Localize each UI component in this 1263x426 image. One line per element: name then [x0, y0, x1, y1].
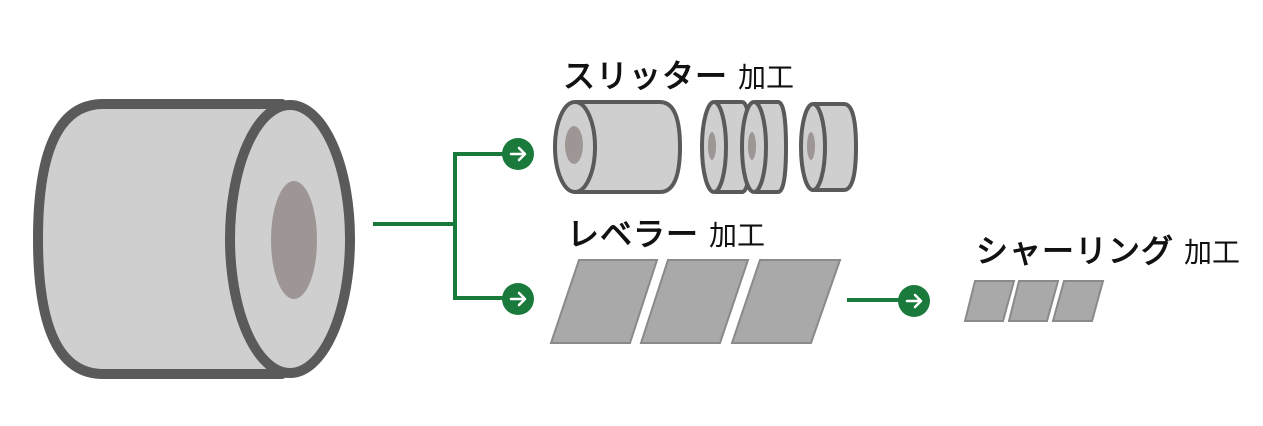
arrow-icon	[898, 285, 930, 317]
slit-coil-wide	[553, 100, 682, 194]
leveler-sheet	[549, 259, 659, 344]
leveler-sheet	[730, 259, 842, 344]
slit-coil-narrow	[700, 100, 752, 194]
leveler-sheet	[639, 259, 750, 344]
source-coil-core	[271, 181, 317, 299]
leveler-sheets	[549, 259, 842, 344]
shearing-process-label: シャーリング加工	[976, 235, 1240, 267]
leveler-process-label: レベラー加工	[567, 218, 765, 250]
leveler-process-name: レベラー	[567, 215, 700, 253]
arrow-icon	[502, 283, 534, 315]
slitter-process-label: スリッター加工	[563, 60, 794, 92]
shearing-sheets	[963, 280, 1105, 322]
leveler-process-suffix: 加工	[709, 219, 766, 252]
shearing-process-suffix: 加工	[1184, 236, 1241, 269]
slit-coil-narrow	[799, 102, 858, 192]
shearing-sheet	[963, 280, 1016, 322]
branch-connector	[373, 152, 905, 302]
source-coil-body	[33, 99, 287, 379]
shearing-process-name: シャーリング	[976, 232, 1175, 270]
arrow-icon	[502, 138, 534, 170]
slitter-process-suffix: 加工	[738, 61, 795, 94]
slit-coil-narrow	[740, 100, 788, 194]
slitter-process-name: スリッター	[563, 57, 729, 95]
source-coil	[33, 99, 355, 379]
shearing-sheet	[1007, 280, 1060, 322]
shearing-sheet	[1051, 280, 1105, 322]
